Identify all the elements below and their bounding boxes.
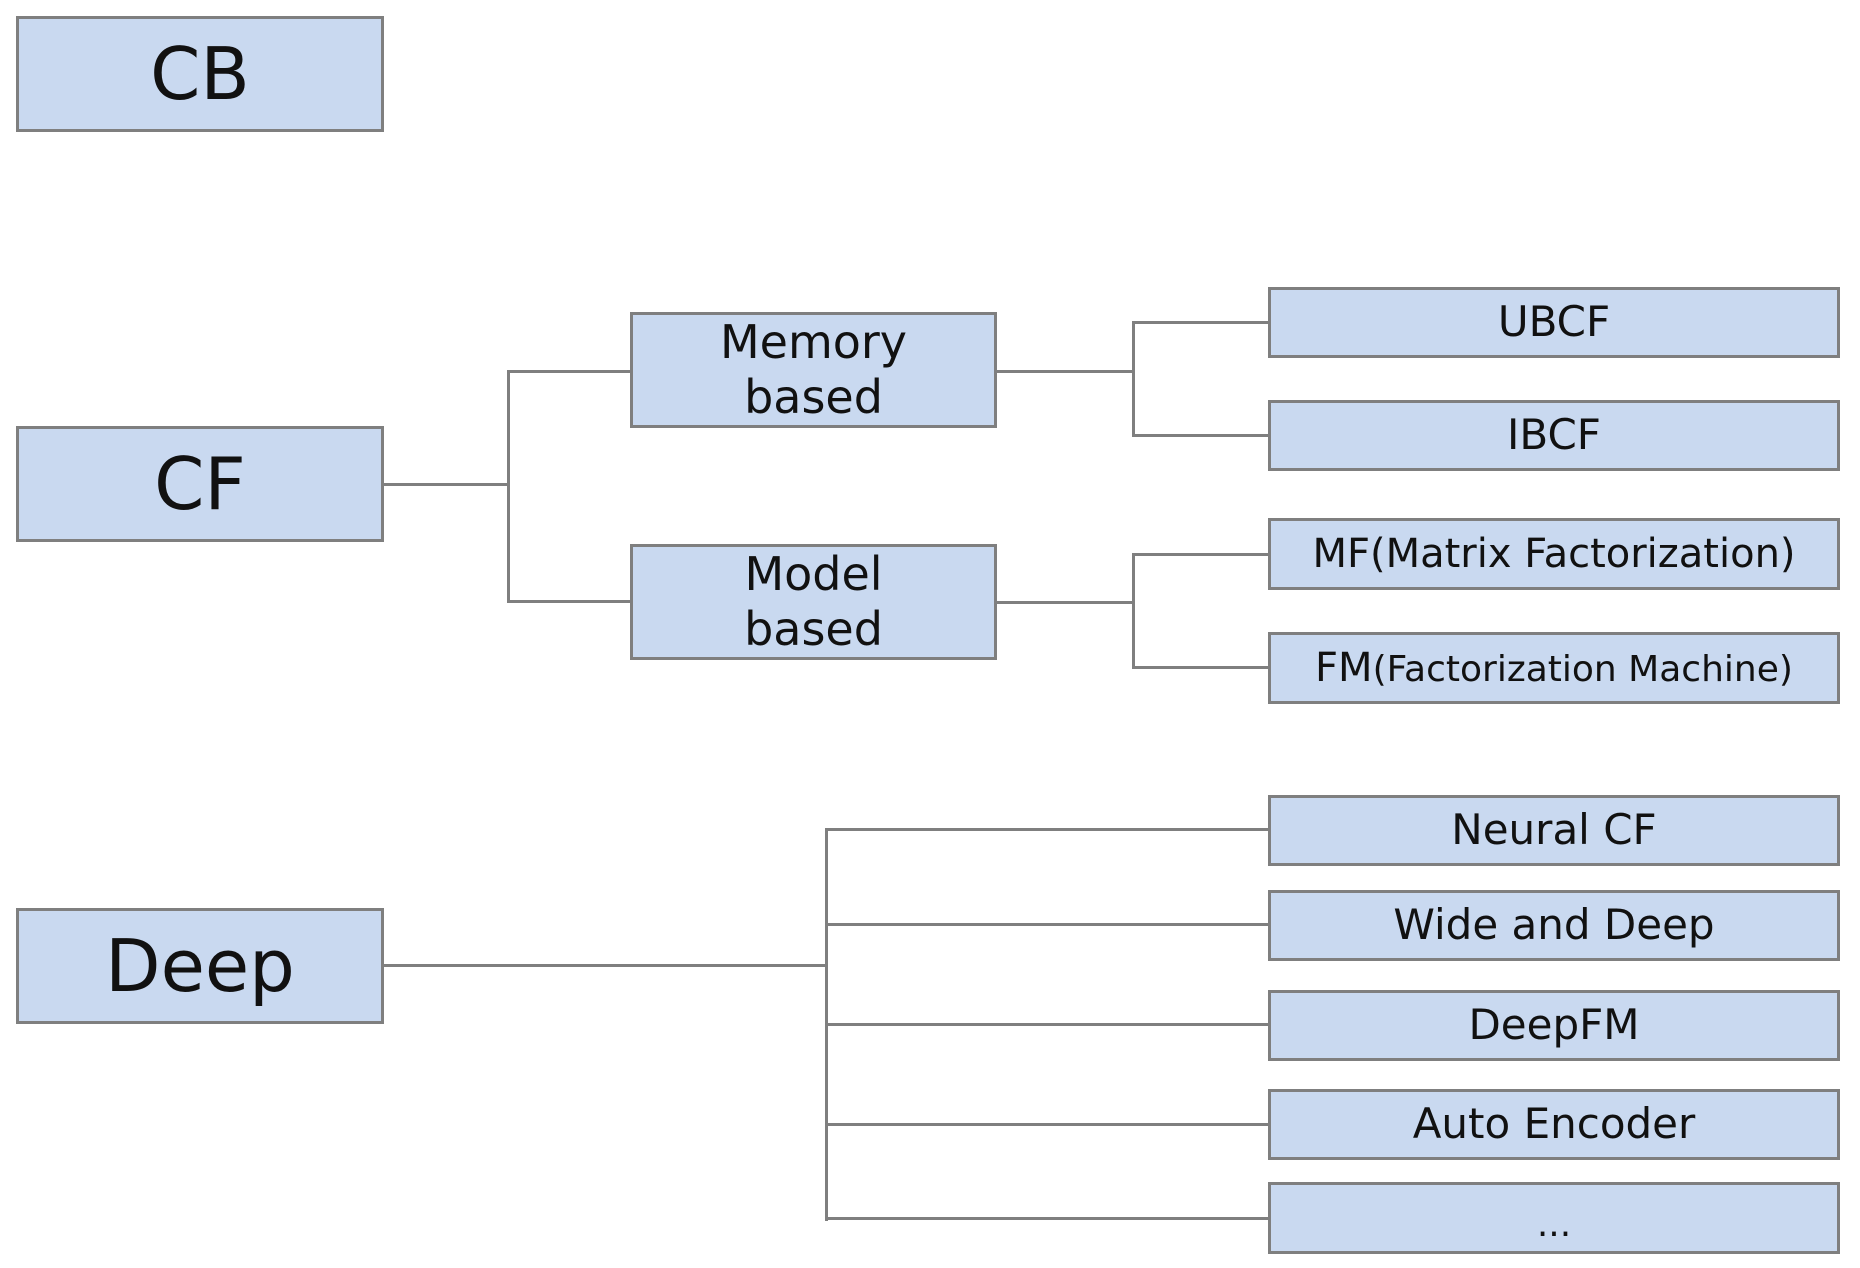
node-cf-label: CF [154,441,246,526]
connector-cf-stem [382,483,509,486]
connector-model-vertical [1132,553,1135,669]
node-ubcf: UBCF [1268,287,1840,358]
node-wide-and-deep: Wide and Deep [1268,890,1840,961]
connector-model-fm [1132,666,1269,669]
node-ellipsis: ... [1268,1182,1840,1254]
connector-deep-ellipsis [825,1217,1269,1220]
connector-memory-ibcf [1132,434,1269,437]
node-memory-based: Memory based [630,312,997,428]
node-neural-cf: Neural CF [1268,795,1840,866]
node-cf: CF [16,426,384,542]
connector-cf-model [507,600,631,603]
connector-memory-stem [995,370,1135,373]
node-auto-encoder-label: Auto Encoder [1412,1099,1696,1149]
node-neural-cf-label: Neural CF [1451,805,1657,855]
node-deepfm-label: DeepFM [1468,1000,1640,1050]
node-deep: Deep [16,908,384,1024]
connector-deep-deepfm [825,1023,1269,1026]
node-mf-label: MF(Matrix Factorization) [1312,531,1796,577]
connector-cf-memory [507,370,631,373]
node-ellipsis-label: ... [1536,1203,1572,1245]
node-memory-based-line1: Memory [719,314,908,369]
connector-memory-ubcf [1132,321,1269,324]
node-ibcf: IBCF [1268,400,1840,471]
node-fm-label: FM(Factorization Machine) [1315,645,1793,691]
node-model-based-line2: based [744,602,883,656]
connector-cf-vertical [507,370,510,603]
connector-memory-vertical [1132,321,1135,437]
node-ubcf-label: UBCF [1497,297,1611,347]
connector-model-mf [1132,553,1269,556]
node-fm-label-rest: (Factorization Machine) [1372,649,1793,690]
node-deep-label: Deep [105,923,295,1008]
node-deepfm: DeepFM [1268,990,1840,1061]
node-mf: MF(Matrix Factorization) [1268,518,1840,590]
connector-deep-wide-and-deep [825,923,1269,926]
node-ibcf-label: IBCF [1507,410,1601,460]
node-fm-label-prefix: FM [1315,645,1373,691]
node-model-based-line1: Model [744,546,883,601]
connector-deep-stem [382,964,827,967]
node-cb: CB [16,16,384,132]
connector-deep-auto-encoder [825,1123,1269,1126]
node-wide-and-deep-label: Wide and Deep [1393,900,1715,950]
connector-model-stem [995,601,1135,604]
node-cb-label: CB [150,31,250,116]
node-memory-based-line2: based [744,370,883,424]
node-auto-encoder: Auto Encoder [1268,1089,1840,1160]
connector-deep-neural-cf [825,828,1269,831]
node-fm: FM(Factorization Machine) [1268,632,1840,704]
node-model-based: Model based [630,544,997,660]
